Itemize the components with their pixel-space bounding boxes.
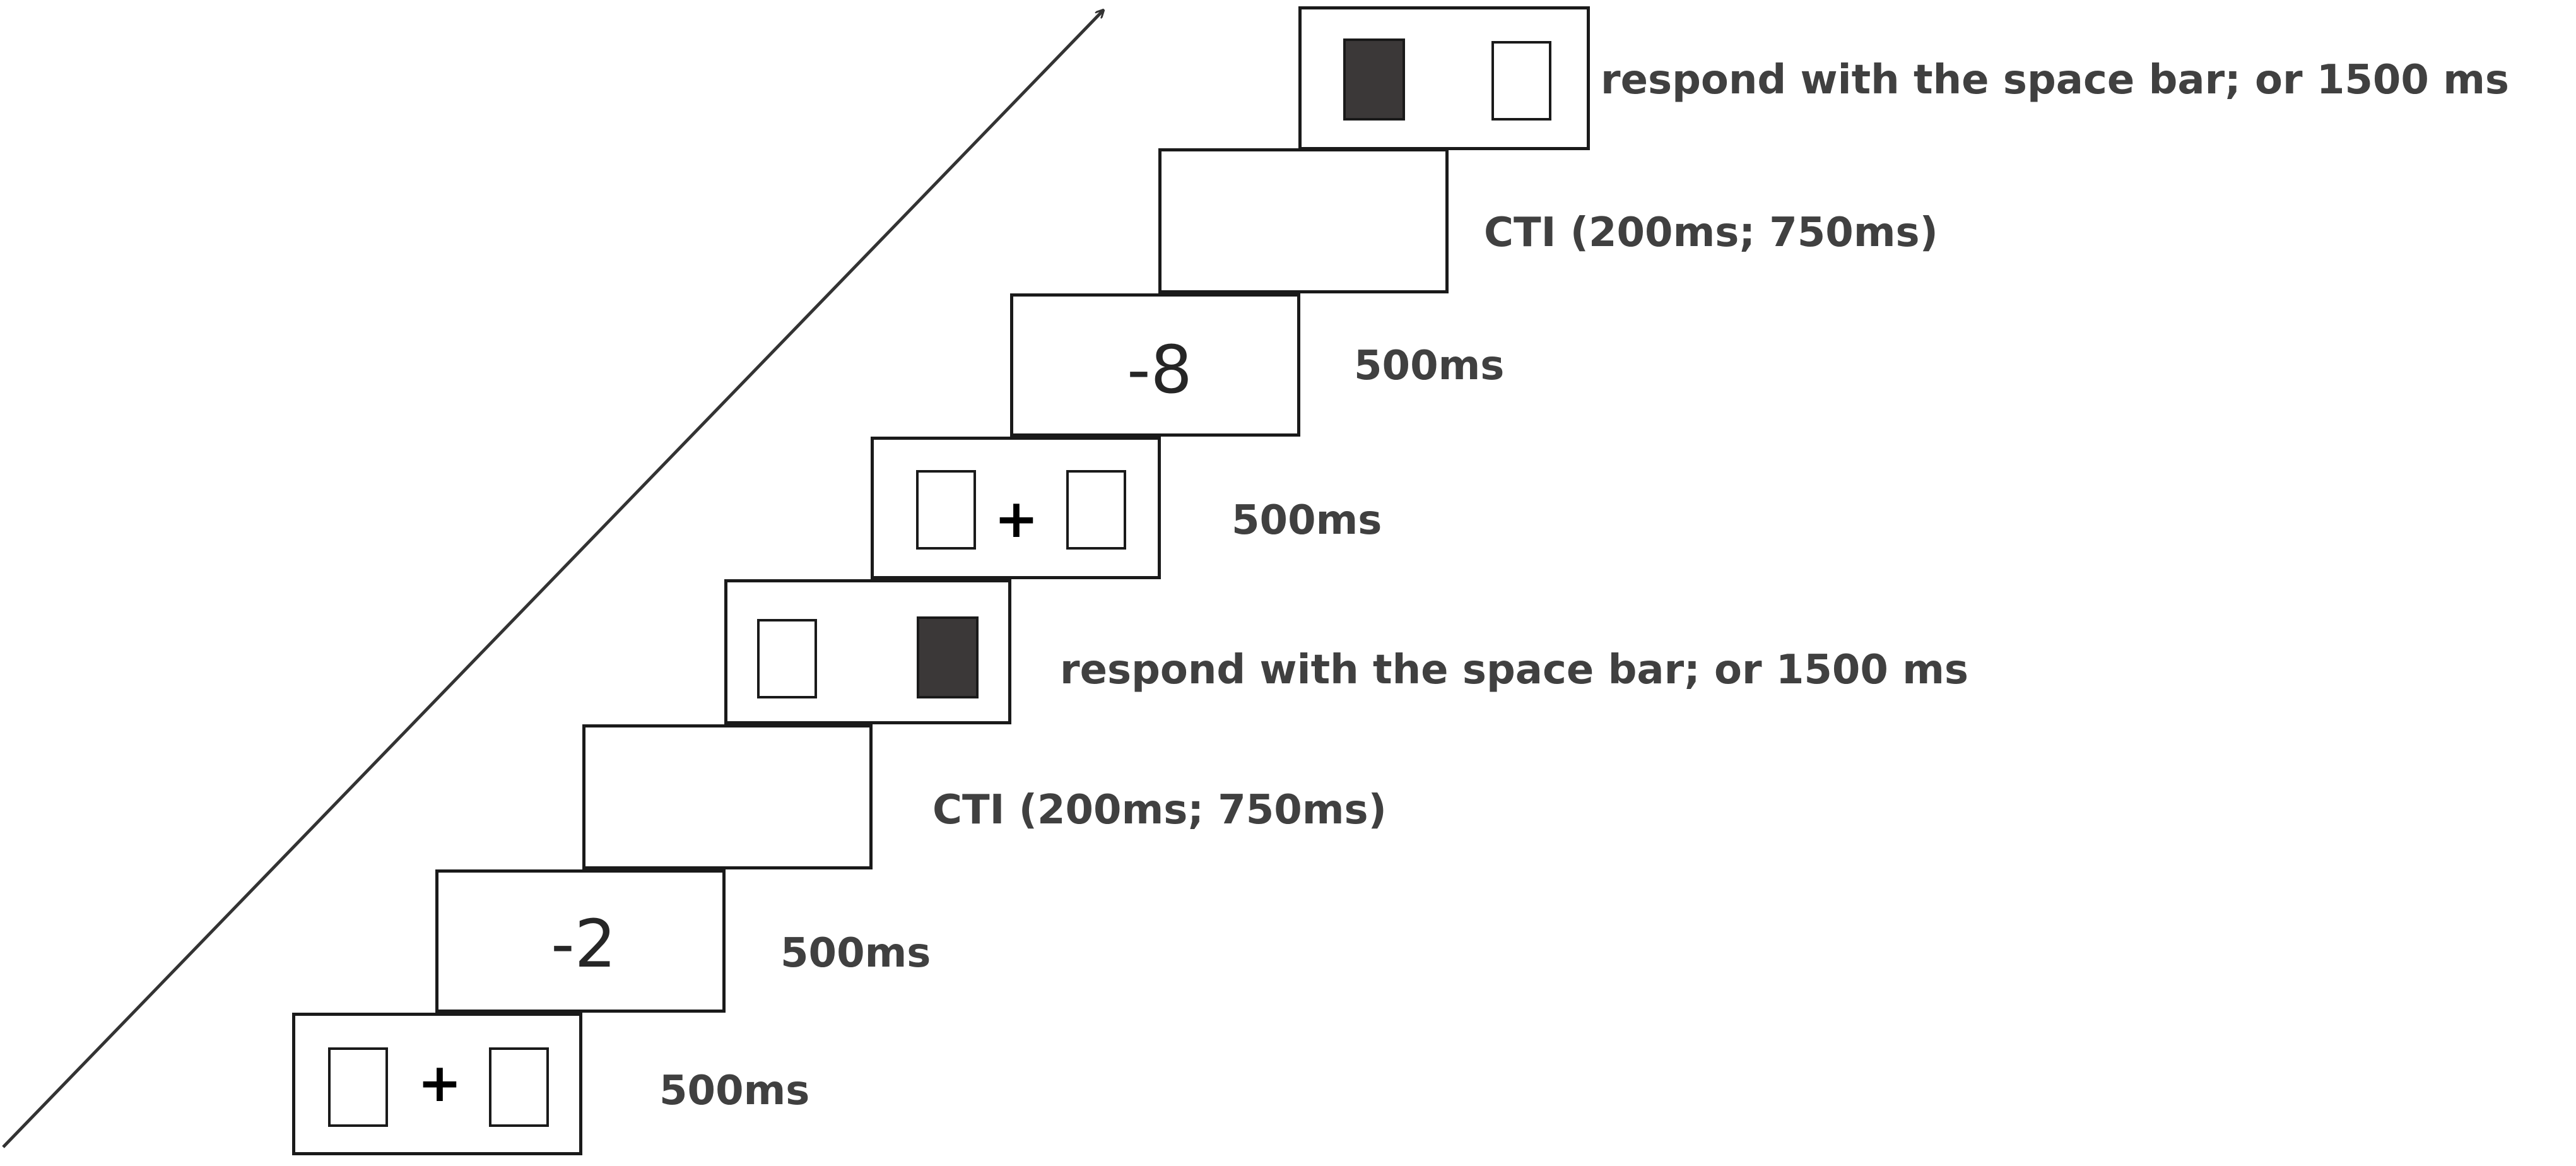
fixation-cross: + xyxy=(417,1052,462,1114)
placeholder-box-right xyxy=(489,1047,549,1127)
target-box-filled-left xyxy=(1343,38,1405,121)
screen-duration-label: 500ms xyxy=(1232,497,1382,544)
target-screen xyxy=(724,579,1011,724)
cue-number: -2 xyxy=(551,905,616,982)
cue-screen: -2 xyxy=(435,869,726,1013)
placeholder-box-left xyxy=(328,1047,388,1127)
screen-duration-label: 500ms xyxy=(780,930,931,977)
screen-duration-label: CTI (200ms; 750ms) xyxy=(932,787,1387,833)
placeholder-box-right xyxy=(1491,41,1551,121)
fixation-screen: + xyxy=(292,1013,582,1155)
blank-cti-screen xyxy=(582,724,873,869)
placeholder-box-right xyxy=(1066,470,1126,550)
screen-duration-label: 500ms xyxy=(659,1068,810,1114)
placeholder-box-left xyxy=(916,470,976,550)
screen-duration-label: 500ms xyxy=(1354,343,1505,389)
screen-duration-label: respond with the space bar; or 1500 ms xyxy=(1060,647,1968,693)
cue-number: -8 xyxy=(1127,331,1192,408)
blank-cti-screen xyxy=(1158,148,1449,293)
placeholder-box-left xyxy=(757,619,817,698)
screen-duration-label: CTI (200ms; 750ms) xyxy=(1484,209,1938,256)
cue-screen: -8 xyxy=(1010,293,1300,437)
fixation-screen: + xyxy=(871,437,1161,579)
fixation-cross: + xyxy=(994,488,1039,550)
target-box-filled-right xyxy=(917,616,979,698)
screen-duration-label: respond with the space bar; or 1500 ms xyxy=(1601,57,2509,103)
target-screen xyxy=(1298,6,1590,150)
